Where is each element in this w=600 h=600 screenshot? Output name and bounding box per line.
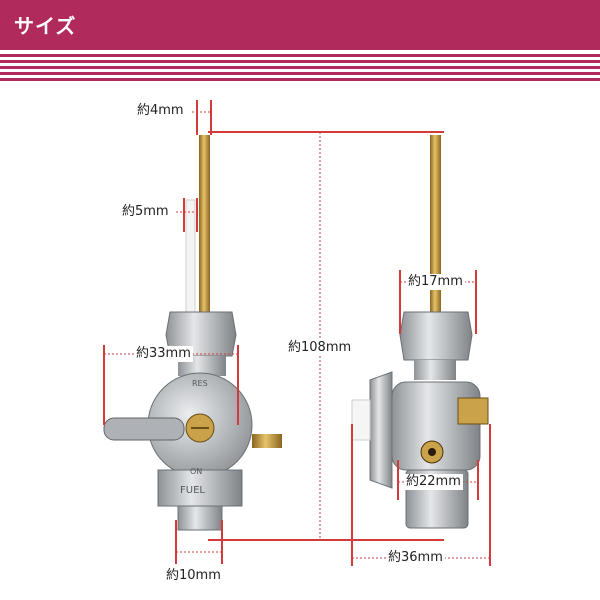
right-gasket [351, 399, 371, 441]
label-lower-width: 約22mm [404, 474, 463, 490]
label-rubber-width: 約5mm [120, 204, 171, 220]
left-hex-nut [165, 311, 237, 357]
marking-res: RES [192, 379, 208, 388]
label-total-height: 約108mm [286, 340, 354, 356]
left-outlet-nipple [252, 434, 282, 448]
right-hex-nut [399, 311, 473, 361]
left-fuel-pipe [199, 135, 210, 315]
stripe [0, 78, 600, 81]
right-outlet-bore [428, 448, 436, 456]
label-body-width: 約33mm [134, 346, 193, 362]
marking-fuel: FUEL [180, 485, 205, 496]
stripe [0, 60, 600, 63]
left-lower-bowl [157, 469, 243, 507]
label-tip-width: 約4mm [135, 103, 186, 119]
stripe [0, 54, 600, 57]
header-stripes [0, 50, 600, 82]
stripe [0, 72, 600, 75]
right-flange [369, 371, 393, 489]
right-valve [351, 135, 489, 529]
right-fuel-pipe [430, 135, 441, 315]
stripe [0, 66, 600, 69]
left-bottom-plug [177, 505, 223, 531]
label-depth: 約36mm [386, 550, 445, 566]
right-neck [414, 360, 456, 380]
left-lever [103, 417, 185, 441]
label-bottom-width: 約10mm [164, 568, 223, 584]
marking-on: ON [190, 467, 202, 476]
section-title: サイズ [14, 14, 77, 38]
label-nut-width: 約17mm [406, 274, 465, 290]
right-adjust-screw [457, 397, 489, 425]
section-header: サイズ [0, 0, 600, 50]
left-rubber-strainer [185, 199, 196, 321]
left-valve: RES ON FUEL [103, 135, 282, 531]
